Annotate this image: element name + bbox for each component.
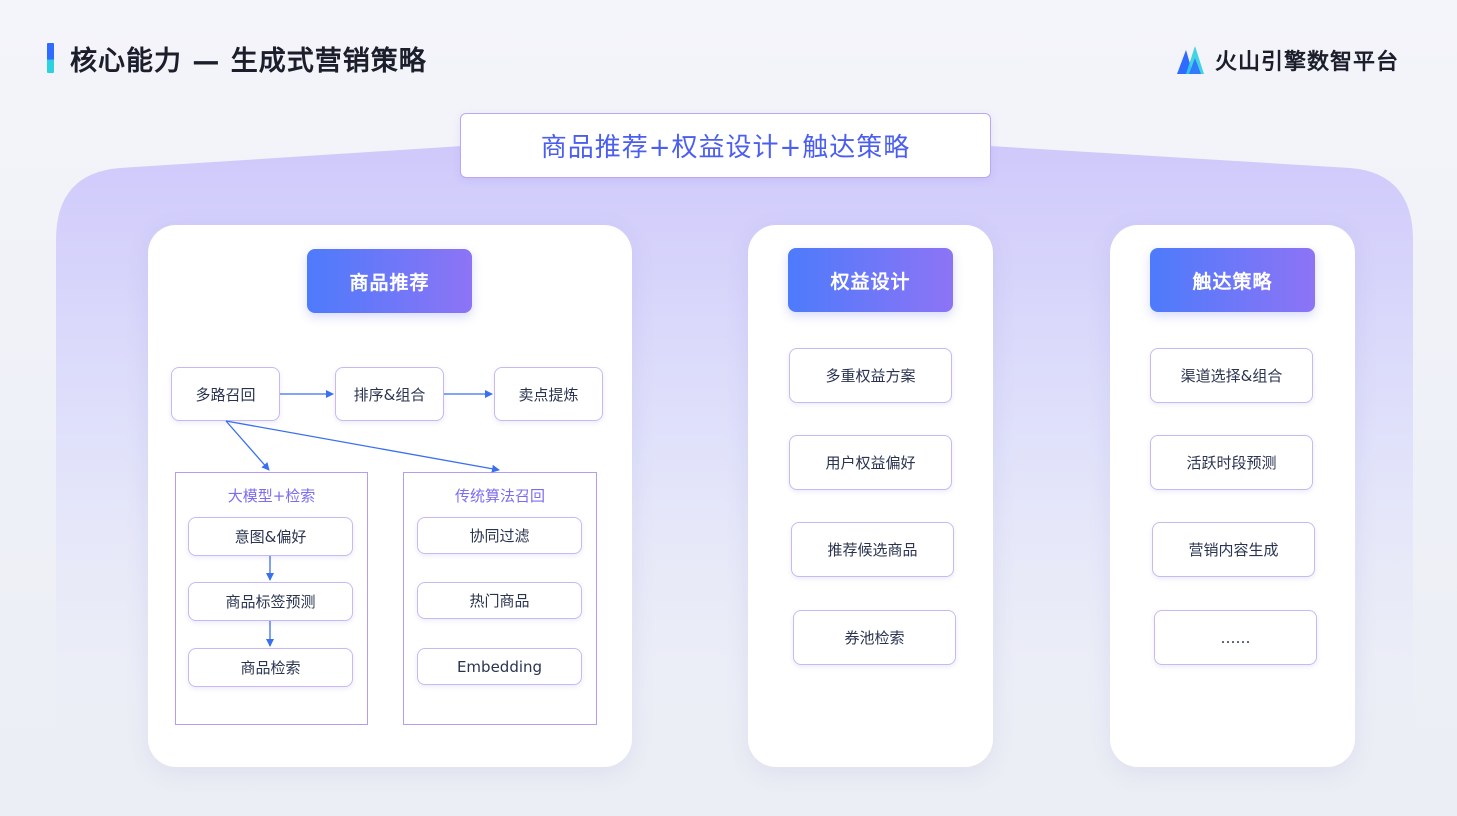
volcano-logo-icon [1176,46,1204,74]
node-reach-1: 活跃时段预测 [1150,435,1313,490]
title-accent-bar [47,43,54,73]
node-collab-filter: 协同过滤 [417,517,582,554]
node-benefit-3: 券池检索 [793,610,956,665]
node-reach-2: 营销内容生成 [1152,522,1315,577]
group-llm-title: 大模型+检索 [227,487,316,505]
node-reach-3: …… [1154,610,1317,665]
strategy-summary-box: 商品推荐+权益设计+触达策略 [460,113,991,178]
page-title: 核心能力 — 生成式营销策略 [70,45,427,77]
header-reach-strategy: 触达策略 [1150,248,1315,312]
node-benefit-1: 用户权益偏好 [789,435,952,490]
brand-name: 火山引擎数智平台 [1214,50,1399,75]
node-multi-recall: 多路召回 [171,367,280,421]
node-intent-preference: 意图&偏好 [188,517,353,556]
node-selling-point: 卖点提炼 [494,367,603,421]
node-rank-combine: 排序&组合 [335,367,444,421]
header-benefit-design: 权益设计 [788,248,953,312]
card-benefit-design [748,225,993,767]
node-embedding: Embedding [417,648,582,685]
page-header: 核心能力 — 生成式营销策略 [47,40,427,77]
brand-logo: 火山引擎数智平台 [1175,44,1399,76]
node-benefit-0: 多重权益方案 [789,348,952,403]
node-product-search: 商品检索 [188,648,353,687]
node-hot-products: 热门商品 [417,582,582,619]
header-product-recommendation: 商品推荐 [307,249,472,313]
card-reach-strategy [1110,225,1355,767]
node-benefit-2: 推荐候选商品 [791,522,954,577]
node-reach-0: 渠道选择&组合 [1150,348,1313,403]
group-traditional-title: 传统算法召回 [454,487,545,505]
node-tag-prediction: 商品标签预测 [188,582,353,621]
